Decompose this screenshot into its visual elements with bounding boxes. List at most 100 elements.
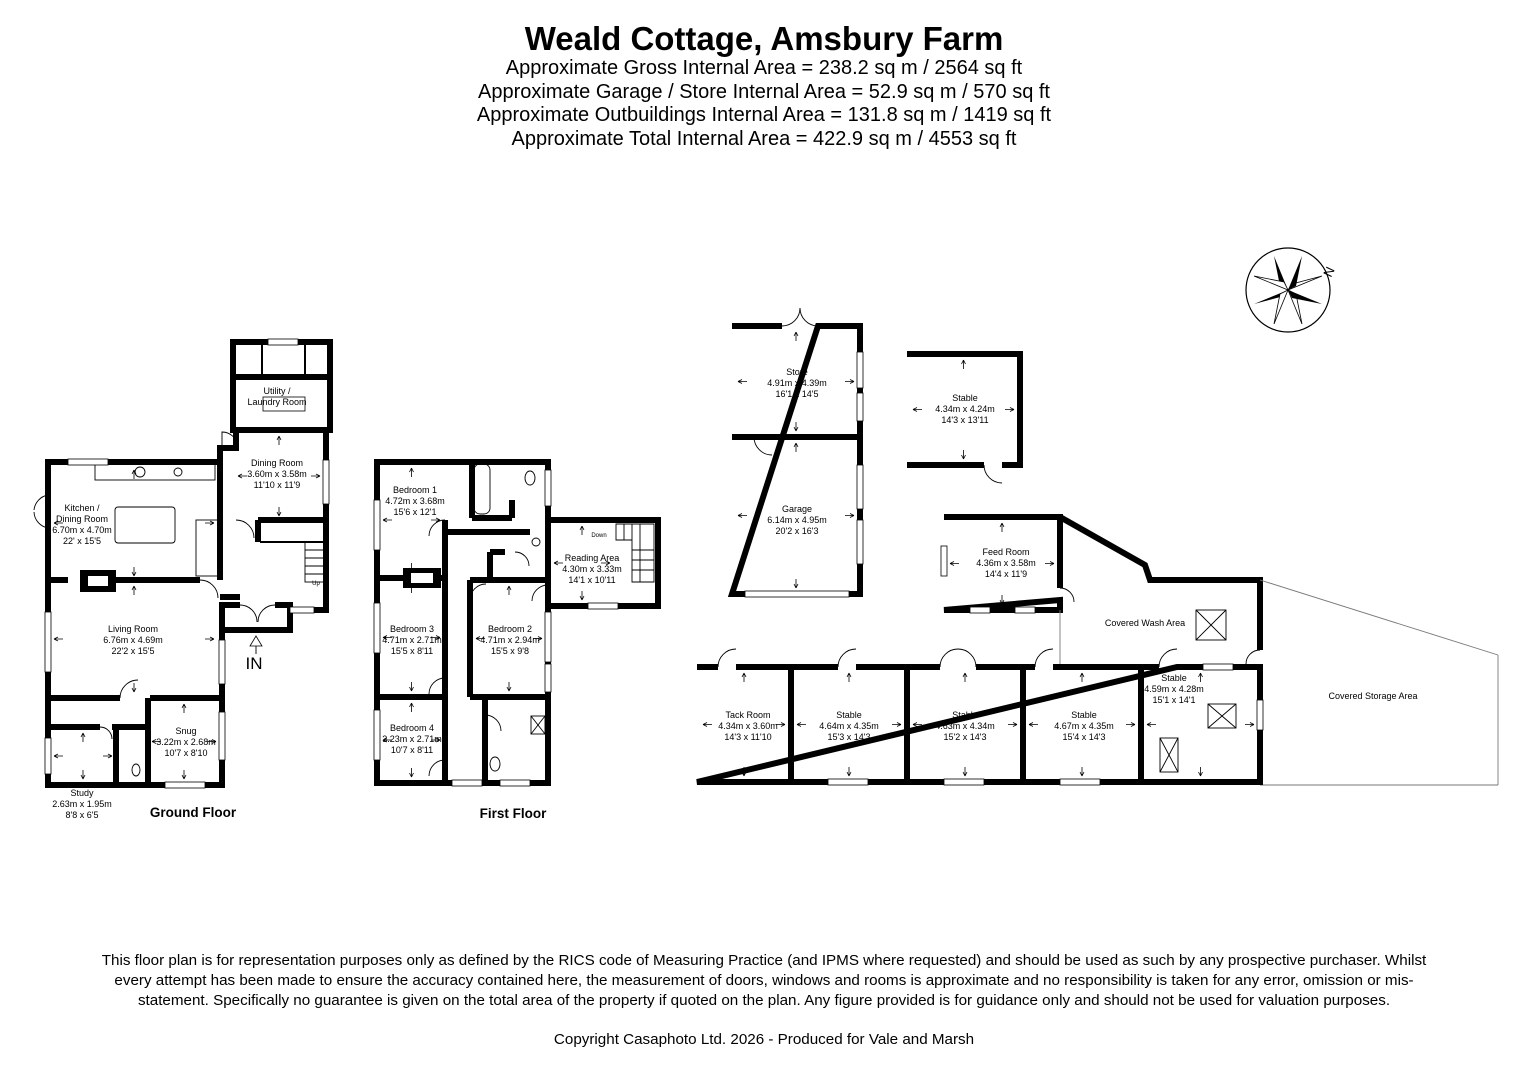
dimension-arrow-icon bbox=[793, 331, 799, 341]
first-floor-plan bbox=[373, 459, 661, 787]
stable2-imperial: 15'2 x 14'3 bbox=[944, 732, 987, 742]
dimension-arrow-icon bbox=[80, 732, 86, 742]
dimension-arrow-icon bbox=[962, 672, 968, 682]
stable-single-imperial: 14'3 x 13'11 bbox=[941, 415, 988, 425]
feed-imperial: 14'4 x 11'9 bbox=[985, 569, 1027, 579]
bed4-metric: 3.23m x 2.71m bbox=[382, 734, 442, 744]
dimension-arrow-icon bbox=[961, 450, 966, 460]
utility-name-2: Laundry Room bbox=[247, 397, 306, 407]
dimension-arrows bbox=[53, 331, 1255, 780]
dimension-arrow-icon bbox=[1079, 767, 1085, 777]
stable1-name: Stable bbox=[836, 710, 862, 720]
dimension-arrow-icon bbox=[205, 636, 215, 642]
study-name: Study bbox=[70, 788, 94, 798]
dimension-arrow-icon bbox=[431, 635, 441, 640]
dimension-arrow-icon bbox=[431, 517, 441, 523]
ground-stairs-label: Up bbox=[312, 581, 320, 587]
bed3-metric: 4.71m x 2.71m bbox=[382, 635, 442, 645]
dimension-arrow-icon bbox=[793, 442, 799, 452]
stable-single-metric: 4.34m x 4.24m bbox=[935, 404, 995, 414]
dimension-arrow-icon bbox=[741, 672, 747, 682]
dimension-arrow-icon bbox=[579, 525, 585, 535]
dimension-arrow-icon bbox=[475, 636, 485, 641]
study-imperial: 8'8 x 6'5 bbox=[66, 810, 99, 820]
tack-name: Tack Room bbox=[725, 710, 770, 720]
dimension-arrow-icon bbox=[276, 507, 282, 517]
dimension-arrow-icon bbox=[506, 682, 512, 692]
dimension-arrow-icon bbox=[409, 563, 414, 573]
stable3-name: Stable bbox=[1071, 710, 1097, 720]
dimension-arrow-icon bbox=[205, 520, 215, 526]
dimension-arrow-icon bbox=[949, 561, 959, 566]
dimension-arrow-icon bbox=[131, 683, 137, 693]
dimension-arrow-icon bbox=[741, 767, 747, 777]
first-floor-label: First Floor bbox=[480, 806, 547, 821]
dimension-arrow-icon bbox=[845, 513, 855, 518]
dining-imperial: 11'10 x 11'9 bbox=[254, 480, 301, 490]
dimension-arrow-icon bbox=[1008, 722, 1018, 727]
garage-area-line: Approximate Garage / Store Internal Area… bbox=[478, 81, 1050, 103]
dimension-arrow-icon bbox=[737, 513, 747, 518]
kitchen-name-1: Kitchen / bbox=[64, 503, 100, 513]
bed1-name: Bedroom 1 bbox=[393, 485, 437, 495]
feed-metric: 4.36m x 3.58m bbox=[976, 558, 1036, 568]
stable2-metric: 4.63m x 4.34m bbox=[935, 721, 995, 731]
bed1-metric: 4.72m x 3.68m bbox=[385, 496, 445, 506]
bed1-imperial: 15'6 x 12'1 bbox=[394, 507, 437, 517]
dimension-arrow-icon bbox=[276, 435, 282, 445]
dimension-arrow-icon bbox=[409, 583, 414, 593]
dimension-arrow-icon bbox=[181, 703, 187, 713]
dimension-arrow-icon bbox=[1245, 722, 1255, 727]
gross-area-line: Approximate Gross Internal Area = 238.2 … bbox=[505, 57, 1023, 79]
dimension-arrow-icon bbox=[1045, 561, 1055, 566]
stable3-imperial: 15'4 x 14'3 bbox=[1063, 732, 1106, 742]
copyright-text: Copyright Casaphoto Ltd. 2026 - Produced… bbox=[553, 1031, 975, 1048]
dimension-arrow-icon bbox=[181, 770, 187, 780]
dimension-arrow-icon bbox=[382, 635, 392, 640]
first-stairs-label: Down bbox=[591, 533, 606, 539]
living-imperial: 22'2 x 15'5 bbox=[112, 646, 155, 656]
dimension-arrow-icon bbox=[131, 469, 137, 479]
dimension-arrow-icon bbox=[892, 722, 902, 727]
garage-metric: 6.14m x 4.95m bbox=[767, 515, 827, 525]
living-metric: 6.76m x 4.69m bbox=[103, 635, 163, 645]
plan-title: Weald Cottage, Amsbury Farm bbox=[524, 20, 1004, 57]
dimension-arrow-icon bbox=[207, 739, 217, 744]
dimension-arrow-icon bbox=[1079, 672, 1085, 682]
dimension-arrow-icon bbox=[53, 636, 63, 642]
dimension-arrow-icon bbox=[553, 560, 563, 566]
bed2-metric: 4.71m x 2.94m bbox=[480, 635, 540, 645]
dimension-arrow-icon bbox=[382, 517, 392, 523]
dining-name: Dining Room bbox=[251, 458, 303, 468]
reading-metric: 4.30m x 3.33m bbox=[562, 564, 622, 574]
snug-name: Snug bbox=[175, 726, 196, 736]
entrance-label: IN bbox=[246, 654, 263, 673]
dimension-arrow-icon bbox=[796, 722, 806, 727]
dimension-arrow-icon bbox=[1198, 767, 1203, 777]
reading-imperial: 14'1 x 10'11 bbox=[568, 575, 615, 585]
outbuildings-area-line: Approximate Outbuildings Internal Area =… bbox=[476, 104, 1052, 126]
feed-name: Feed Room bbox=[982, 547, 1029, 557]
dimension-arrow-icon bbox=[737, 379, 747, 384]
dimension-arrow-icon bbox=[409, 682, 414, 692]
dimension-arrow-icon bbox=[506, 585, 512, 595]
dimension-arrow-icon bbox=[776, 722, 786, 727]
kitchen-name-2: Dining Room bbox=[56, 514, 108, 524]
dimension-arrow-icon bbox=[1126, 722, 1136, 727]
living-name: Living Room bbox=[108, 624, 158, 634]
bed3-name: Bedroom 3 bbox=[390, 624, 434, 634]
bed4-name: Bedroom 4 bbox=[390, 723, 434, 733]
dimension-arrow-icon bbox=[1146, 722, 1156, 727]
dimension-arrow-icon bbox=[409, 702, 414, 712]
dimension-arrow-icon bbox=[846, 767, 852, 777]
dimension-arrow-icon bbox=[1028, 722, 1038, 727]
dimension-arrow-icon bbox=[382, 737, 392, 743]
ground-floor-plan bbox=[33, 338, 333, 789]
reading-name: Reading Area bbox=[565, 553, 620, 563]
dimension-arrow-icon bbox=[579, 591, 585, 601]
dimension-arrow-icon bbox=[845, 379, 855, 384]
dimension-arrow-icon bbox=[601, 560, 611, 566]
study-metric: 2.63m x 1.95m bbox=[52, 799, 112, 809]
dimension-arrow-icon bbox=[846, 672, 852, 682]
